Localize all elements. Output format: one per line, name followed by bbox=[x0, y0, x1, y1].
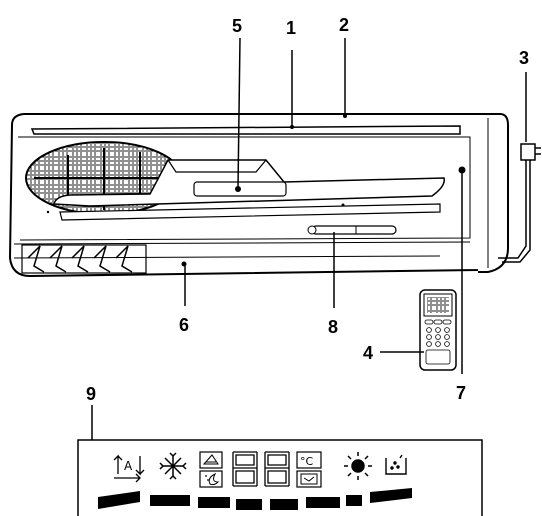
indicator-bar bbox=[306, 497, 340, 508]
indicator-bar bbox=[370, 488, 412, 503]
callout-8: 8 bbox=[328, 317, 338, 337]
indicator-bars bbox=[98, 488, 412, 510]
callout-9: 9 bbox=[86, 384, 96, 404]
callout-2: 2 bbox=[339, 15, 349, 35]
indoor-unit bbox=[8, 113, 509, 278]
indicator-bar bbox=[150, 495, 190, 506]
sun-heat-icon bbox=[344, 452, 372, 480]
svg-text:°C: °C bbox=[300, 455, 314, 468]
air-outlet-louvers bbox=[21, 244, 147, 274]
indicator-bar bbox=[270, 499, 298, 510]
callout-4: 4 bbox=[363, 343, 373, 363]
remote-control bbox=[419, 289, 457, 371]
receiver-window bbox=[311, 225, 397, 235]
sleep-mode-icon bbox=[199, 470, 223, 488]
callout-7: 7 bbox=[456, 383, 466, 403]
front-panel bbox=[30, 125, 461, 135]
water-tank-icon bbox=[385, 454, 407, 475]
indicator-bar bbox=[98, 491, 140, 509]
callout-6: 6 bbox=[179, 315, 189, 335]
celsius-icon: °C bbox=[296, 451, 322, 469]
side-cap bbox=[478, 113, 509, 273]
auto-mode-icon: A bbox=[113, 454, 145, 483]
indicator-bar bbox=[346, 495, 362, 506]
callout-labels: 1 2 3 4 5 6 7 8 9 bbox=[86, 15, 529, 404]
drain-hose bbox=[498, 143, 541, 263]
display-sensor-dot bbox=[235, 186, 241, 192]
callout-1: 1 bbox=[286, 18, 296, 38]
callout-3: 3 bbox=[519, 48, 529, 68]
temperature-digits bbox=[232, 451, 290, 487]
snowflake-icon bbox=[159, 452, 187, 480]
indicator-bar bbox=[198, 497, 230, 508]
timer-icon bbox=[296, 470, 322, 488]
dry-mode-icon bbox=[199, 451, 223, 469]
callout-5: 5 bbox=[232, 16, 242, 36]
svg-text:A: A bbox=[124, 459, 133, 473]
display-closeup: A ° bbox=[77, 439, 483, 516]
indicator-lamp bbox=[458, 166, 466, 174]
indicator-bar bbox=[236, 499, 262, 510]
